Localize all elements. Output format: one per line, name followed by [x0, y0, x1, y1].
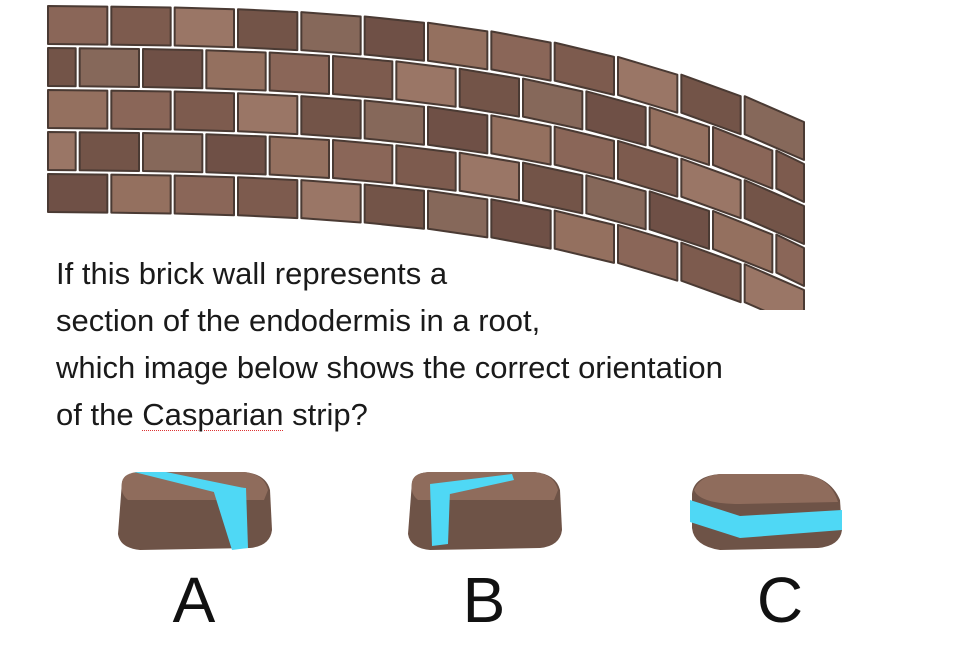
wall-brick [490, 198, 552, 250]
wall-brick [458, 151, 520, 202]
question-line-4-end: strip? [283, 397, 368, 432]
wall-brick [47, 5, 109, 46]
question-line-3: which image below shows the correct orie… [56, 350, 723, 385]
wall-brick [680, 73, 742, 136]
option-c[interactable]: C [680, 460, 880, 650]
wall-brick [332, 55, 394, 101]
option-c-label: C [756, 564, 804, 636]
wall-brick [617, 223, 679, 282]
wall-brick [490, 30, 552, 82]
question-line-2: section of the endodermis in a root, [56, 303, 541, 338]
wall-brick [743, 95, 805, 161]
wall-brick [427, 189, 489, 239]
wall-brick [395, 60, 457, 108]
wall-brick [332, 139, 394, 185]
wall-brick [110, 89, 172, 131]
wall-brick [680, 157, 742, 220]
wall-brick [680, 241, 742, 304]
brick-wall-image [47, 5, 805, 310]
wall-brick [237, 92, 299, 136]
wall-brick [173, 174, 235, 217]
option-a-label: A [172, 564, 216, 636]
wall-brick [300, 95, 362, 140]
brick-b-image [408, 472, 562, 550]
question-line-1: If this brick wall represents a [56, 256, 448, 291]
wall-brick [522, 161, 584, 215]
option-a[interactable]: A [94, 460, 294, 650]
brick-c-image [690, 474, 842, 550]
wall-brick [363, 15, 425, 62]
wall-brick [553, 41, 615, 96]
wall-brick [490, 114, 552, 166]
wall-brick [300, 179, 362, 224]
wall-brick [78, 131, 140, 172]
wall-brick [395, 144, 457, 192]
wall-brick [363, 99, 425, 146]
wall-brick [363, 183, 425, 230]
wall-brick [743, 263, 805, 310]
casparian-word: Casparian [142, 397, 284, 432]
wall-brick [205, 133, 267, 176]
question-line-4: of the Casparian strip? [56, 391, 936, 438]
wall-brick [617, 139, 679, 198]
wall-brick [173, 90, 235, 133]
question-line-4-start: of the [56, 397, 143, 432]
brick-a-image [118, 472, 272, 550]
wall-brick [775, 149, 805, 203]
wall-brick [110, 173, 172, 215]
wall-brick [47, 47, 77, 88]
option-b-label: B [462, 564, 506, 636]
wall-brick [268, 135, 330, 180]
wall-brick [585, 174, 647, 231]
wall-brick [47, 131, 77, 172]
wall-brick [47, 173, 109, 214]
wall-brick [712, 209, 774, 274]
wall-brick [173, 6, 235, 49]
wall-brick [237, 8, 299, 52]
wall-brick [47, 89, 109, 130]
wall-brick [617, 55, 679, 114]
wall-brick [743, 179, 805, 245]
wall-brick [553, 125, 615, 180]
option-b[interactable]: B [384, 460, 584, 650]
wall-brick [205, 49, 267, 92]
wall-brick [142, 47, 204, 90]
wall-brick [775, 233, 805, 287]
wall-brick [237, 176, 299, 220]
wall-brick [585, 90, 647, 147]
wall-brick [427, 105, 489, 155]
wall-brick [553, 209, 615, 264]
wall-brick [142, 131, 204, 174]
wall-brick [648, 190, 710, 250]
wall-brick [300, 11, 362, 56]
wall-brick [427, 21, 489, 71]
wall-brick [522, 77, 584, 131]
wall-brick [712, 125, 774, 190]
wall-brick [458, 67, 520, 118]
wall-brick [268, 51, 330, 96]
wall-brick [110, 5, 172, 47]
wall-brick [648, 106, 710, 166]
wall-brick [78, 47, 140, 88]
question-text: If this brick wall represents a section … [56, 250, 936, 438]
